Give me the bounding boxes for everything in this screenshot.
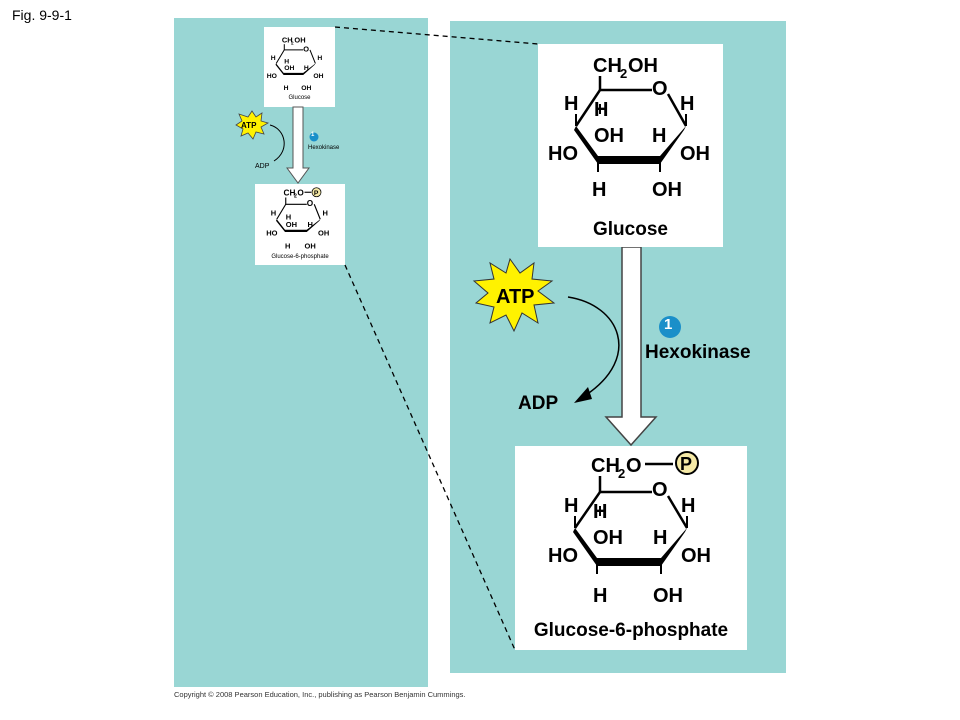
figure-label: Fig. 9-9-1 xyxy=(12,7,72,23)
thumb-g6p-sub2: 2 xyxy=(294,194,297,200)
thumb-step-badge-icon xyxy=(309,132,319,142)
glucose-ring-oxygen: O xyxy=(652,78,668,100)
glucose-oh-c4: OH xyxy=(594,125,624,147)
thumb-ho: HO xyxy=(267,73,277,80)
phosphate-label: P xyxy=(680,454,692,474)
glucose-ch2-label: CH xyxy=(593,55,622,77)
thumb-g6p-h4: H xyxy=(308,220,313,229)
curved-arrow xyxy=(567,296,620,396)
glucose-oh-bottom: OH xyxy=(652,179,682,201)
thumb-enzyme-label: Hexokinase xyxy=(308,145,340,151)
enzyme-label: Hexokinase xyxy=(645,342,751,363)
thumb-g6p-ho: HO xyxy=(266,228,277,237)
g6p-thumbnail-box: CH 2 O P O H H H OH H HO OH H OH Glucose… xyxy=(255,184,345,265)
thumb-adp-label: ADP xyxy=(255,163,270,170)
thumb-g6p-h5: H xyxy=(285,242,290,251)
thumb-h2: H xyxy=(284,58,289,65)
glucose-ch2oh-oh: OH xyxy=(628,55,658,77)
thumbnail-reaction-arrow xyxy=(235,106,319,184)
curved-arrowhead-icon xyxy=(574,387,592,403)
atp-label: ATP xyxy=(496,286,535,308)
thumb-h1: H xyxy=(271,55,276,62)
glucose-ho-left: HO xyxy=(548,143,578,165)
thumb-oh-label: OH xyxy=(294,35,305,44)
glucose-h-c5-up: H xyxy=(680,93,694,115)
thumb-g6p-ring-o: O xyxy=(307,199,314,208)
thumb-g6p-ch2: CH xyxy=(284,188,296,197)
thumb-atp-star-icon xyxy=(235,110,270,140)
thumb-atp-label: ATP xyxy=(241,121,257,130)
g6p-ester-o: O xyxy=(626,455,642,477)
g6p-ho-left: HO xyxy=(548,545,578,567)
g6p-oh-bottom: OH xyxy=(653,585,683,607)
thumb-phosphate-label: P xyxy=(314,190,319,197)
g6p-oh-right: OH xyxy=(681,545,711,567)
g6p-thumbnail-structure: CH 2 O P O H H H OH H HO OH H OH xyxy=(266,187,329,251)
thumb-ch2-label: CH xyxy=(282,35,293,44)
thumb-g6p-oh3: OH xyxy=(318,228,329,237)
thumb-g6p-oh2: OH xyxy=(286,220,297,229)
glucose-box: CH 2 OH O H H H OH H HO OH H OH Glucose xyxy=(538,44,723,247)
glucose-h-bottom: H xyxy=(592,179,606,201)
g6p-thumbnail-label: Glucose-6-phosphate xyxy=(271,254,329,260)
thumb-phosphate-icon xyxy=(311,187,322,198)
g6p-h-bottom: H xyxy=(593,585,607,607)
g6p-box: CH 2 O P O H H H OH H HO OH H OH Glucose… xyxy=(515,446,747,650)
glucose-sub2: 2 xyxy=(620,66,627,81)
thumb-g6p-h2: H xyxy=(286,212,291,221)
g6p-h-c4-up: H xyxy=(593,501,607,523)
thumb-sub2: 2 xyxy=(291,41,294,47)
thumb-ring-o: O xyxy=(303,44,309,53)
g6p-structure: CH 2 O P O H H H OH H HO OH H OH xyxy=(548,451,711,607)
g6p-ring-oxygen: O xyxy=(652,479,668,501)
down-arrow xyxy=(604,247,658,447)
glucose-h-c4-up: H xyxy=(594,99,608,121)
step-badge-icon xyxy=(659,316,681,338)
thumb-oh2: OH xyxy=(284,65,294,72)
thumb-g6p-h3: H xyxy=(323,209,328,218)
g6p-ch2-label: CH xyxy=(591,455,620,477)
glucose-h-c2-up: H xyxy=(652,125,666,147)
glucose-structure: CH 2 OH O H H H OH H HO OH H OH xyxy=(548,55,710,201)
phosphate-icon xyxy=(675,451,699,475)
thumb-g6p-h1: H xyxy=(271,209,276,218)
g6p-sub2: 2 xyxy=(618,466,625,481)
glucose-thumbnail-box: CH 2 OH O H H H OH H HO OH H OH Glucose xyxy=(264,27,335,107)
thumb-h3: H xyxy=(317,55,322,62)
g6p-label: Glucose-6-phosphate xyxy=(533,620,729,641)
glucose-oh-right: OH xyxy=(680,143,710,165)
thumb-h4: H xyxy=(304,65,309,72)
thumb-h5: H xyxy=(284,85,289,92)
glucose-label: Glucose xyxy=(593,219,668,240)
adp-label: ADP xyxy=(518,393,559,414)
g6p-h-c1-up: H xyxy=(564,495,578,517)
thumb-step-number: 1 xyxy=(311,132,315,138)
thumb-g6p-oh4: OH xyxy=(305,242,316,251)
thumb-g6p-o: O xyxy=(297,188,304,197)
glucose-h-c1-up: H xyxy=(564,93,578,115)
g6p-oh-c4: OH xyxy=(593,527,623,549)
g6p-h-c5-up: H xyxy=(681,495,695,517)
copyright-notice: Copyright © 2008 Pearson Education, Inc.… xyxy=(174,690,466,699)
glucose-thumbnail-label: Glucose xyxy=(288,95,311,101)
step-number: 1 xyxy=(664,316,673,333)
thumb-oh3: OH xyxy=(313,73,323,80)
glucose-thumbnail-structure: CH 2 OH O H H H OH H HO OH H OH xyxy=(267,35,324,92)
thumb-oh4: OH xyxy=(301,85,311,92)
g6p-h-c2-up: H xyxy=(653,527,667,549)
